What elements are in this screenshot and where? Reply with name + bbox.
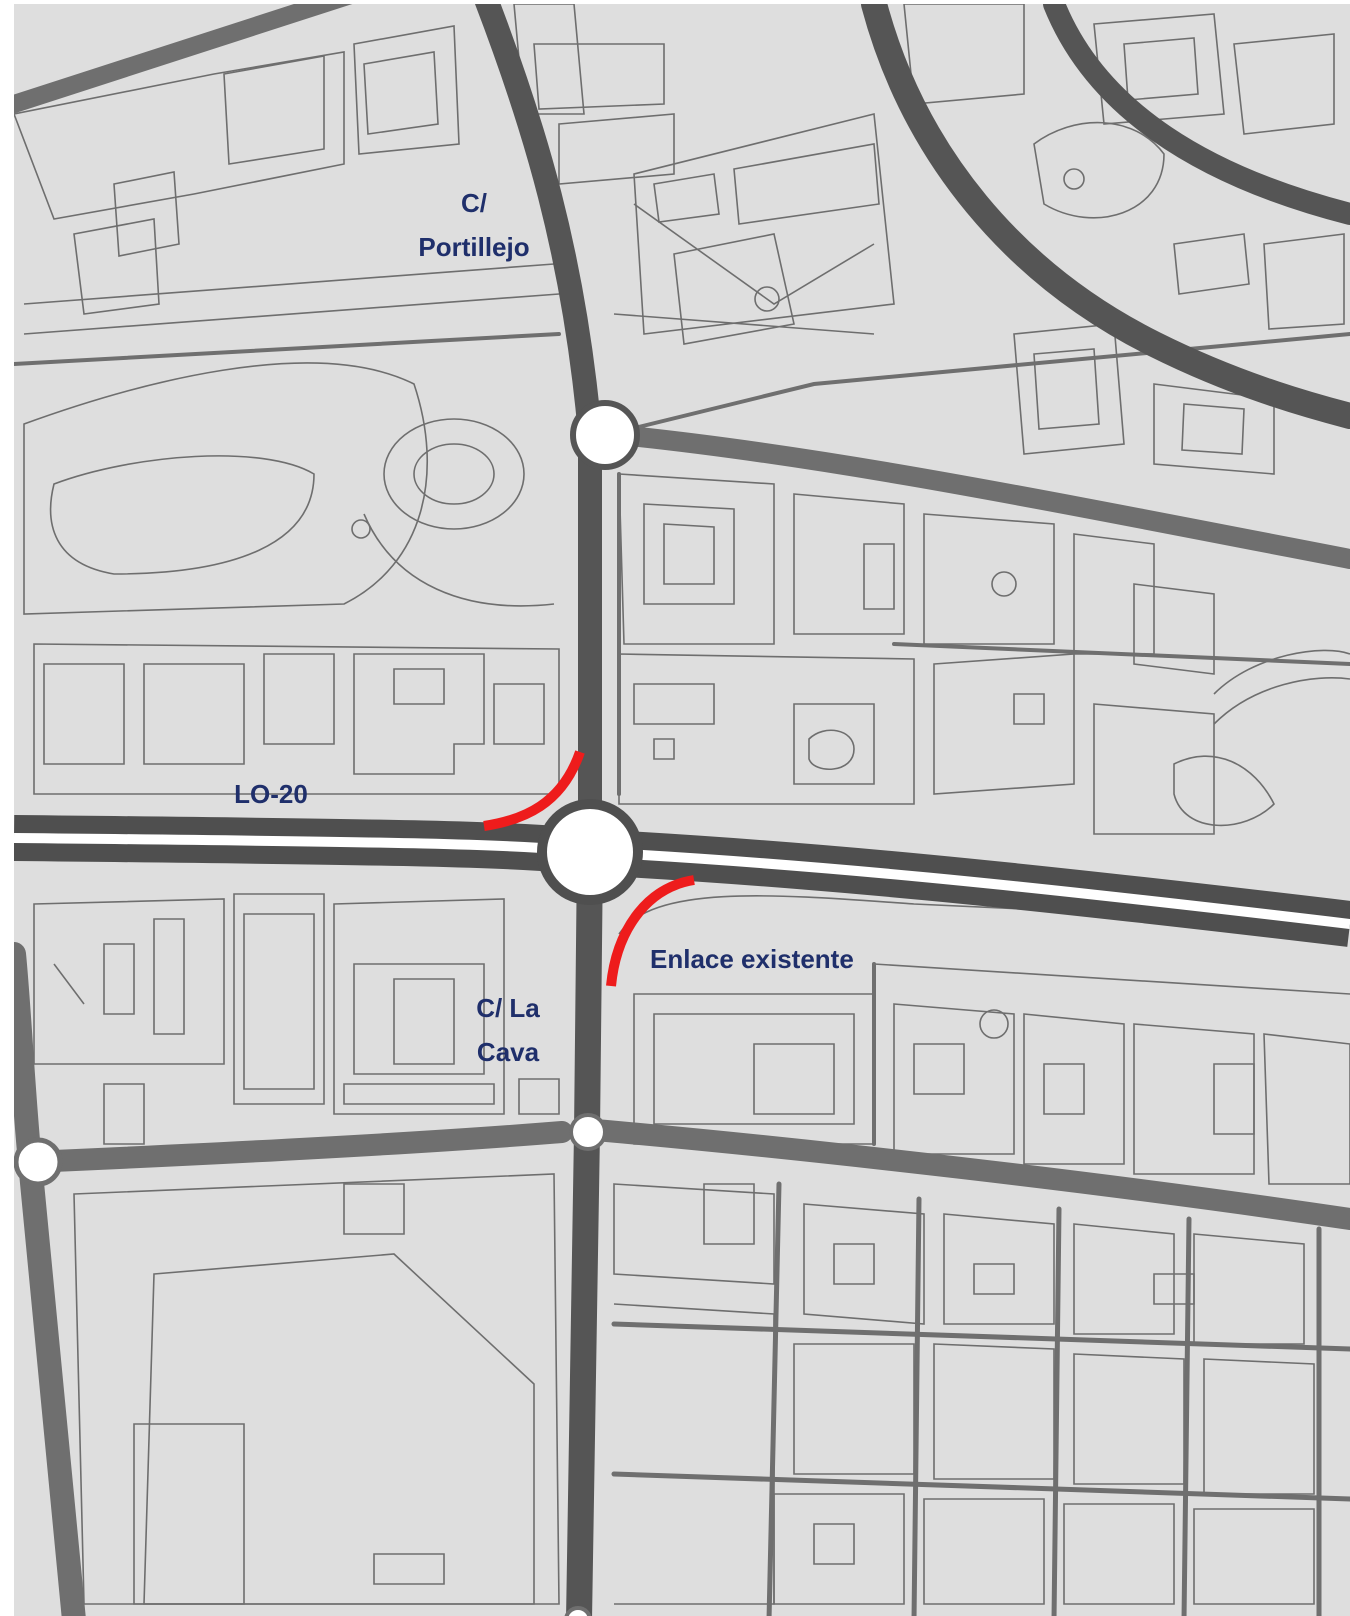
- land-background: [14, 4, 1350, 1616]
- roundabout-bottom[interactable]: [564, 1606, 592, 1616]
- enlace-ramps[interactable]: [483, 750, 695, 987]
- map-frame[interactable]: C/ Portillejo LO-20 Enlace existente C/ …: [14, 4, 1350, 1616]
- label-lacava-2: Cava: [477, 1037, 540, 1067]
- roundabout-west[interactable]: [14, 1137, 63, 1187]
- local-streets: [14, 4, 1350, 1616]
- parcel-outlines: [14, 4, 1350, 1605]
- map-labels: C/ Portillejo LO-20 Enlace existente C/ …: [234, 188, 854, 1067]
- map-canvas[interactable]: C/ Portillejo LO-20 Enlace existente C/ …: [14, 4, 1350, 1616]
- ramp-southeast[interactable]: [606, 875, 695, 987]
- roundabout-south[interactable]: [569, 1113, 607, 1151]
- label-lo20: LO-20: [234, 779, 308, 809]
- label-lacava-1: C/ La: [476, 993, 540, 1023]
- roundabout-north[interactable]: [570, 400, 640, 470]
- label-portillejo-1: C/: [461, 188, 487, 218]
- roundabouts: [14, 400, 643, 1616]
- label-enlace: Enlace existente: [650, 944, 854, 974]
- ramp-northwest[interactable]: [483, 750, 585, 831]
- label-portillejo-2: Portillejo: [418, 232, 529, 262]
- roundabout-main[interactable]: [537, 799, 643, 905]
